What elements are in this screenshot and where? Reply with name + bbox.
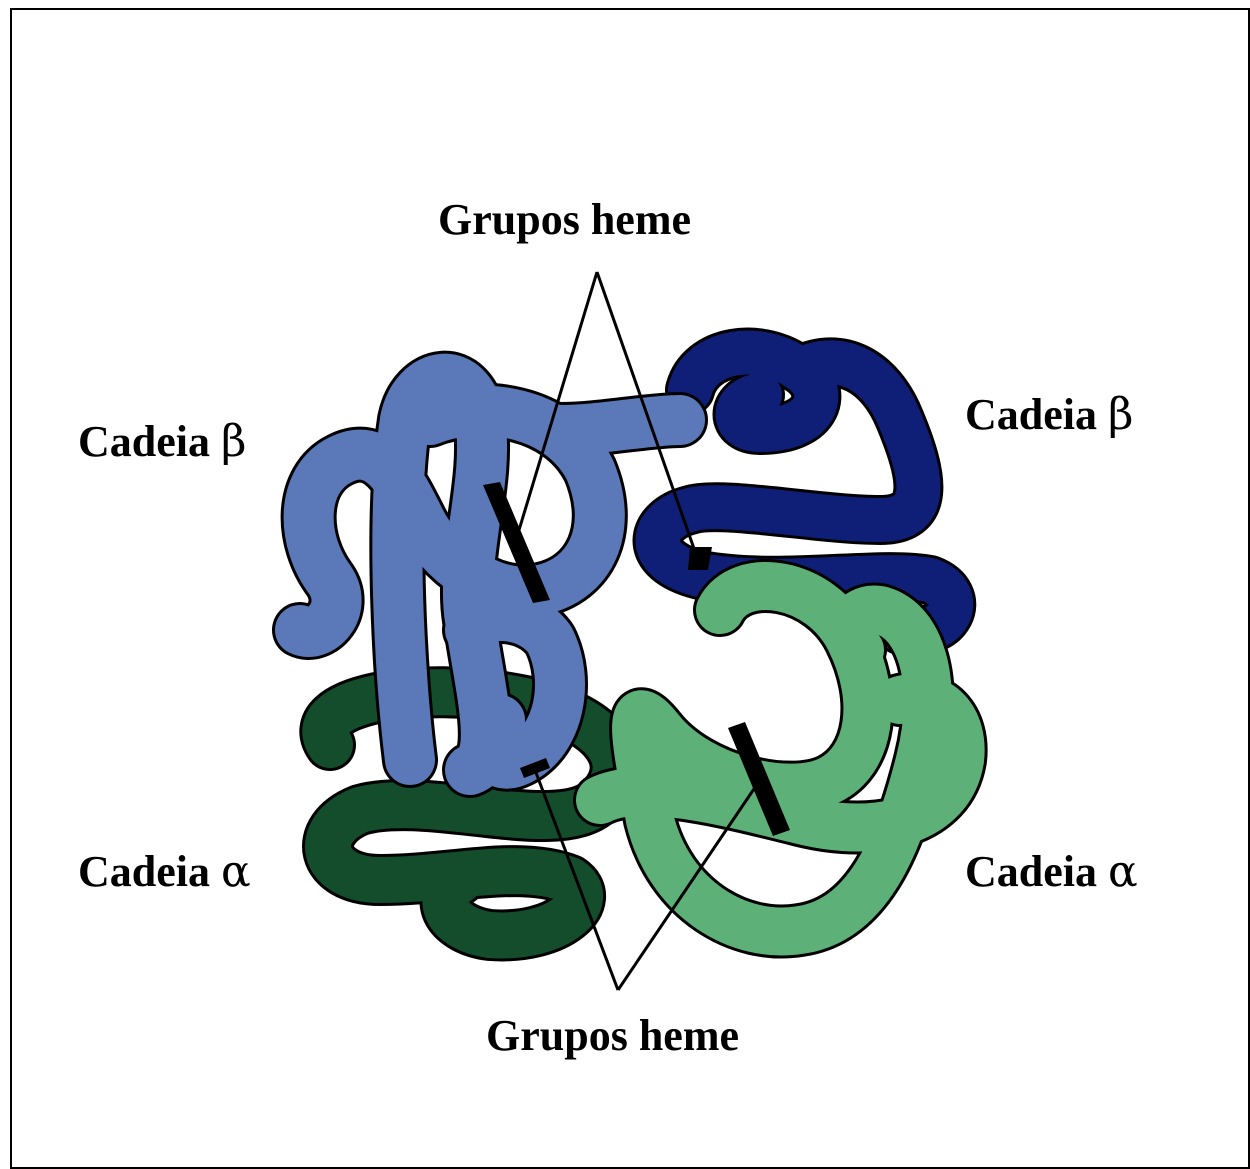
alpha-chain-right [600,586,961,932]
alpha-symbol: α [221,846,251,897]
chain-word: Cadeia [965,390,1097,439]
beta-chain-label-right: Cadeia β [965,393,1133,437]
alpha-chain-label-left: Cadeia α [78,850,251,894]
chain-word: Cadeia [78,417,210,466]
chain-word: Cadeia [78,847,210,896]
heme-groups-label-bottom: Grupos heme [486,1014,739,1058]
heme-group-beta-right [688,547,712,570]
chain-word: Cadeia [965,847,1097,896]
beta-symbol: β [221,416,246,467]
beta-chain-label-left: Cadeia β [78,420,246,464]
alpha-chain-label-right: Cadeia α [965,850,1138,894]
beta-symbol: β [1108,389,1133,440]
alpha-symbol: α [1108,846,1138,897]
heme-groups-label-top: Grupos heme [438,198,691,242]
